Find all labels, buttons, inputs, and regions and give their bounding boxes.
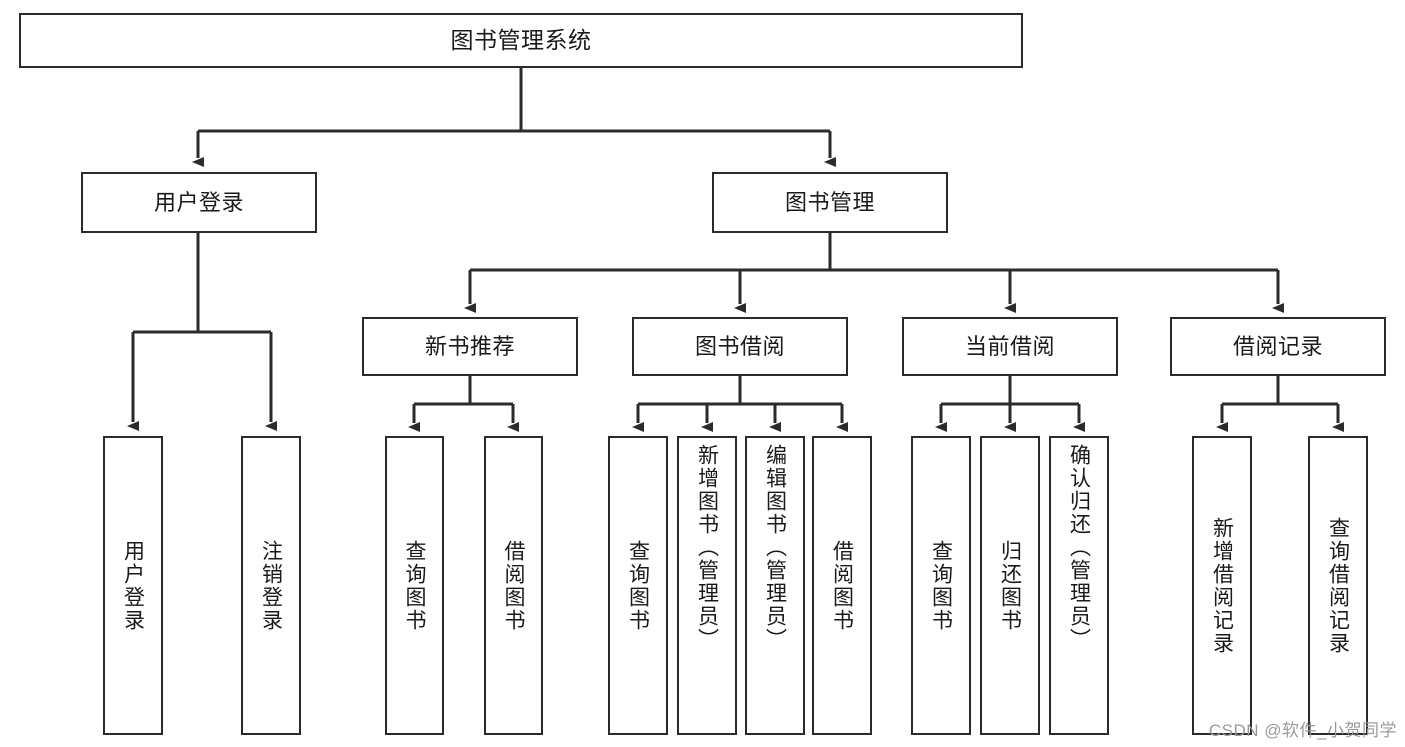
leaf-current-confirm-return[interactable]: 确认归还（管理员） xyxy=(1049,436,1109,735)
node-new-book-recommend[interactable]: 新书推荐 xyxy=(362,317,578,376)
node-label: 图书管理 xyxy=(784,189,875,215)
node-book-management[interactable]: 图书管理 xyxy=(712,172,948,233)
leaf-borrow-add-book[interactable]: 新增图书（管理员） xyxy=(677,436,737,735)
node-borrow-records[interactable]: 借阅记录 xyxy=(1170,317,1386,376)
node-label: 查询借阅记录 xyxy=(1326,516,1350,655)
node-current-borrow[interactable]: 当前借阅 xyxy=(902,317,1118,376)
leaf-borrow-borrow-book[interactable]: 借阅图书 xyxy=(812,436,872,735)
leaf-newbook-borrow[interactable]: 借阅图书 xyxy=(484,436,543,735)
node-label: 借阅记录 xyxy=(1232,333,1323,359)
leaf-borrow-edit-book[interactable]: 编辑图书（管理员） xyxy=(745,436,805,735)
node-label: 当前借阅 xyxy=(964,333,1055,359)
node-label: 图书借阅 xyxy=(694,333,785,359)
node-label: 查询图书 xyxy=(403,539,426,632)
node-label: 借阅图书 xyxy=(830,539,854,632)
node-label: 用户登录 xyxy=(121,539,145,632)
csdn-watermark: CSDN @软件_小贺同学 xyxy=(1208,721,1397,740)
leaf-user-logout[interactable]: 注销登录 xyxy=(241,436,301,735)
node-root-system[interactable]: 图书管理系统 xyxy=(19,13,1023,68)
node-user-login[interactable]: 用户登录 xyxy=(81,172,317,233)
leaf-current-return[interactable]: 归还图书 xyxy=(980,436,1040,735)
node-label: 新书推荐 xyxy=(424,333,515,359)
node-label: 查询图书 xyxy=(626,539,650,632)
leaf-newbook-query[interactable]: 查询图书 xyxy=(385,436,444,735)
leaf-user-login[interactable]: 用户登录 xyxy=(103,436,163,735)
node-label: 编辑图书（管理员） xyxy=(763,444,787,651)
node-label: 借阅图书 xyxy=(502,539,525,632)
leaf-current-query[interactable]: 查询图书 xyxy=(911,436,971,735)
node-label: 新增图书（管理员） xyxy=(695,444,719,651)
node-label: 查询图书 xyxy=(929,539,953,632)
node-label: 注销登录 xyxy=(259,539,283,632)
leaf-records-add[interactable]: 新增借阅记录 xyxy=(1192,436,1252,735)
leaf-borrow-query[interactable]: 查询图书 xyxy=(608,436,668,735)
node-book-borrow[interactable]: 图书借阅 xyxy=(632,317,848,376)
leaf-records-query[interactable]: 查询借阅记录 xyxy=(1308,436,1368,735)
node-label: 归还图书 xyxy=(998,539,1022,632)
node-label: 确认归还（管理员） xyxy=(1067,444,1091,651)
node-label: 新增借阅记录 xyxy=(1210,516,1234,655)
node-label: 图书管理系统 xyxy=(450,26,592,53)
node-label: 用户登录 xyxy=(153,189,244,215)
